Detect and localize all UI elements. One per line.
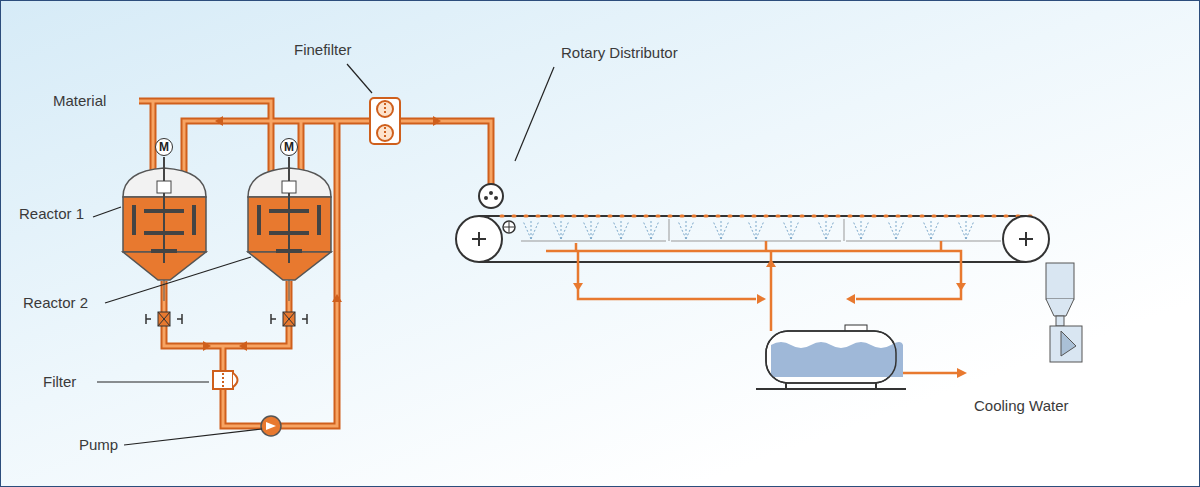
part-label: Cooling Water [974, 397, 1068, 415]
part-label: Reactor 1 [19, 205, 84, 223]
part-label: Material [53, 92, 106, 110]
part-label: Finefilter [294, 41, 352, 59]
motor-symbol: M [155, 138, 173, 156]
part-label: Filter [43, 373, 76, 391]
motor-letter: M [284, 141, 294, 153]
part-label: Reactor 2 [23, 294, 88, 312]
part-label: Pump [79, 436, 118, 454]
part-label: Rotary Distributor [561, 44, 678, 62]
motor-letter: M [159, 141, 169, 153]
motor-symbol: M [280, 138, 298, 156]
